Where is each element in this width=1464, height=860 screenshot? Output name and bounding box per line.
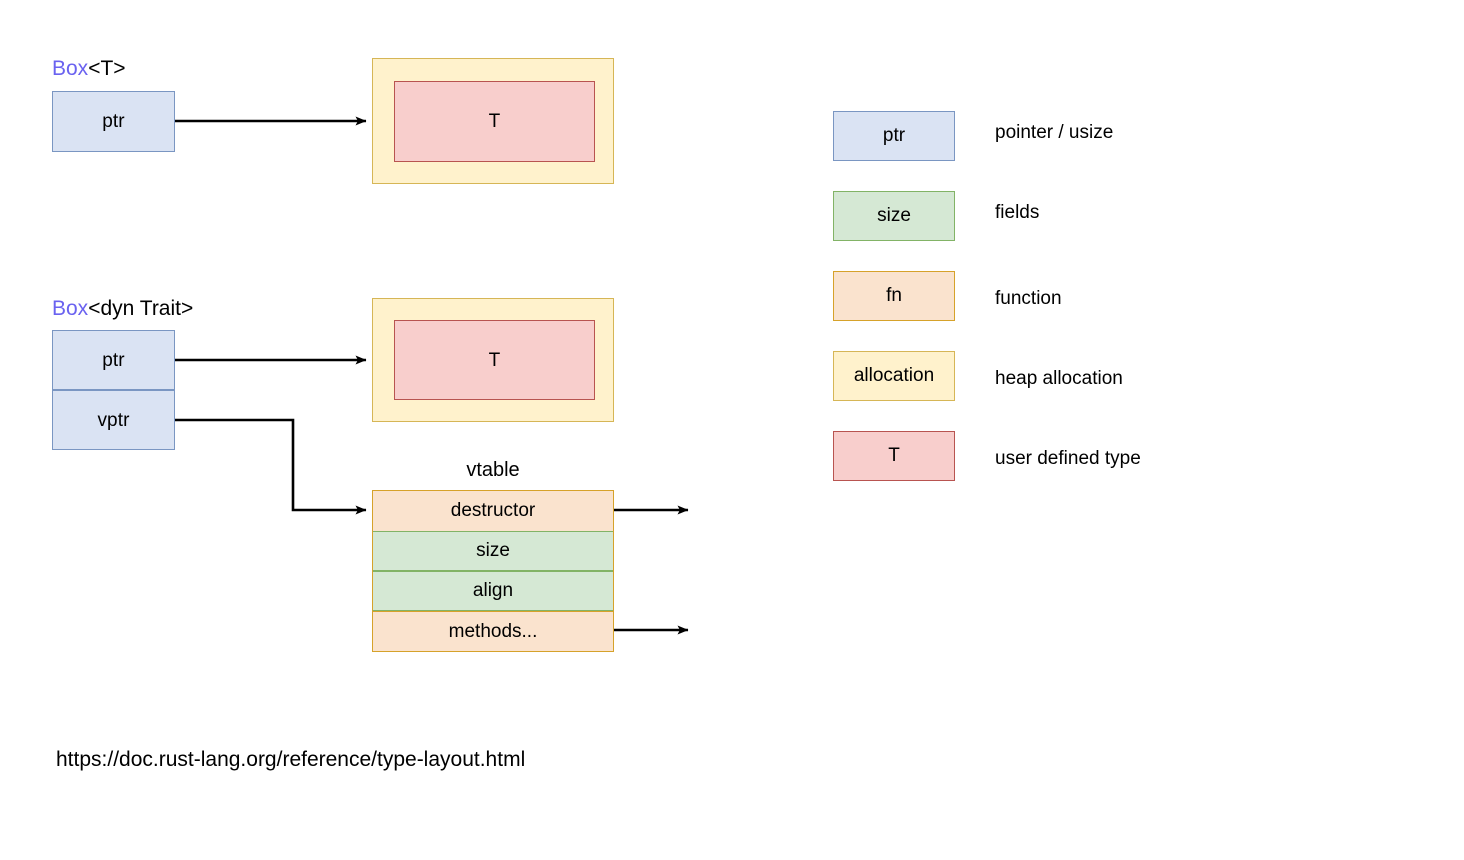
box-t-ptr-label: ptr <box>102 111 125 132</box>
source-url: https://doc.rust-lang.org/reference/type… <box>56 749 525 770</box>
vtable-caption: vtable <box>372 460 614 480</box>
legend-swatch-fn-label: fn <box>886 285 902 306</box>
legend-swatch-type: T <box>833 431 955 481</box>
vtable-row-destructor: destructor <box>373 491 613 531</box>
vtable-row-methods: methods... <box>373 611 613 651</box>
legend-swatch-allocation: allocation <box>833 351 955 401</box>
box-dyn-ptr-cell: ptr <box>52 330 175 390</box>
legend-desc-heap-allocation-text: heap allocation <box>995 368 1123 389</box>
label-box-t-keyword: Box <box>52 57 89 80</box>
vtable-row-align: align <box>373 571 613 611</box>
box-t-ptr-cell: ptr <box>52 91 175 152</box>
legend-swatch-allocation-label: allocation <box>853 365 935 386</box>
vtable-stack: destructor size align methods... <box>372 490 614 652</box>
box-dyn-ptr-label: ptr <box>102 349 125 371</box>
source-url-text: https://doc.rust-lang.org/reference/type… <box>56 748 526 771</box>
legend-swatch-fn: fn <box>833 271 955 321</box>
legend-swatch-size-label: size <box>877 205 911 226</box>
label-box-t: Box<T> <box>52 58 126 79</box>
box-dyn-type-cell: T <box>394 320 595 400</box>
vtable-row-size: size <box>373 531 613 571</box>
vtable-row-align-label: align <box>472 580 514 601</box>
box-t-type-cell: T <box>394 81 595 162</box>
legend-swatch-ptr-label: ptr <box>882 125 906 146</box>
legend-desc-function: function <box>995 289 1062 308</box>
legend-desc-ptr-text: pointer / usize <box>995 122 1114 143</box>
vtable-caption-text: vtable <box>466 459 520 481</box>
box-dyn-vptr-cell: vptr <box>52 390 175 450</box>
legend-desc-fields: fields <box>995 203 1039 222</box>
legend-desc-user-defined-type-text: user defined type <box>995 448 1141 469</box>
legend-desc-user-defined-type: user defined type <box>995 449 1141 468</box>
legend-desc-ptr: pointer / usize <box>995 123 1113 142</box>
label-box-t-generic: <T> <box>88 57 126 80</box>
vtable-row-methods-label: methods... <box>448 620 538 642</box>
box-t-type-label: T <box>488 111 501 132</box>
box-dyn-type-label: T <box>488 349 501 371</box>
legend-desc-heap-allocation: heap allocation <box>995 369 1123 388</box>
legend-swatch-type-label: T <box>888 445 900 466</box>
vtable-row-size-label: size <box>476 540 510 561</box>
legend-swatch-size: size <box>833 191 955 241</box>
edge-vptr-to-vtable <box>175 418 367 515</box>
legend-desc-function-text: function <box>995 288 1062 309</box>
label-box-dyn-trait: Box<dyn Trait> <box>52 298 193 319</box>
label-box-dyn-generic: <dyn Trait> <box>88 297 194 320</box>
label-box-dyn-keyword: Box <box>52 297 89 320</box>
vtable-row-destructor-label: destructor <box>450 500 536 521</box>
box-dyn-vptr-label: vptr <box>97 409 130 431</box>
legend-swatch-ptr: ptr <box>833 111 955 161</box>
legend-desc-fields-text: fields <box>995 202 1040 223</box>
